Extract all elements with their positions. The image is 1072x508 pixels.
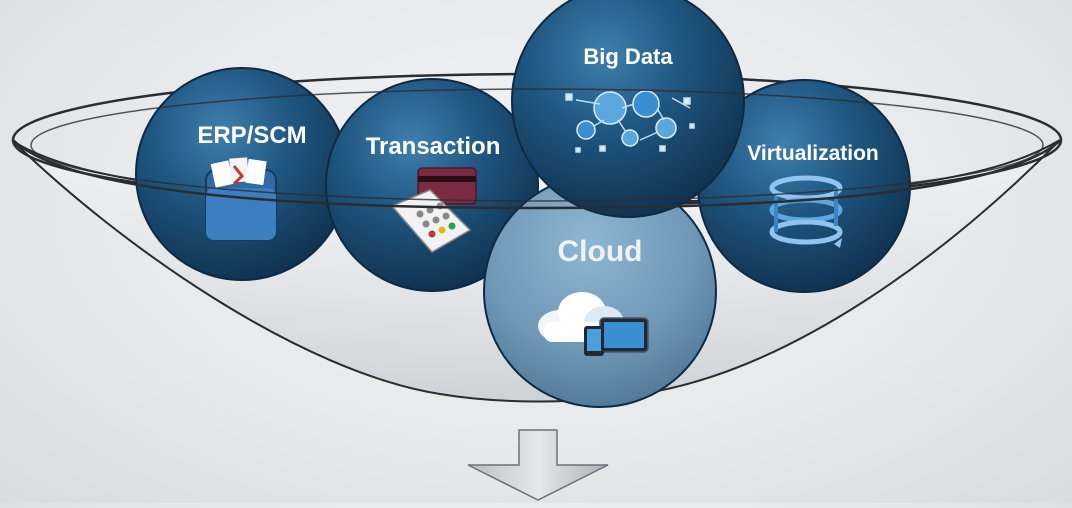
cloud-label: Cloud	[558, 235, 643, 268]
virtualization-node: Virtualization	[697, 79, 911, 293]
virtualization-label: Virtualization	[747, 142, 878, 165]
cloud-node: Cloud	[483, 174, 717, 408]
funnel-rim-front	[12, 139, 1062, 210]
erp-node: ERP/SCM	[135, 67, 349, 281]
funnel-rim-inner	[30, 88, 1044, 202]
bigdata-node: Big Data	[511, 0, 745, 218]
bigdata-label: Big Data	[583, 44, 673, 69]
cloud-devices-icon	[538, 292, 649, 356]
transaction-label: Transaction	[366, 133, 501, 160]
down-arrow-icon	[467, 429, 609, 501]
file-folder-icon	[205, 157, 277, 241]
data-network-icon	[565, 90, 695, 153]
erp-label: ERP/SCM	[197, 122, 306, 149]
